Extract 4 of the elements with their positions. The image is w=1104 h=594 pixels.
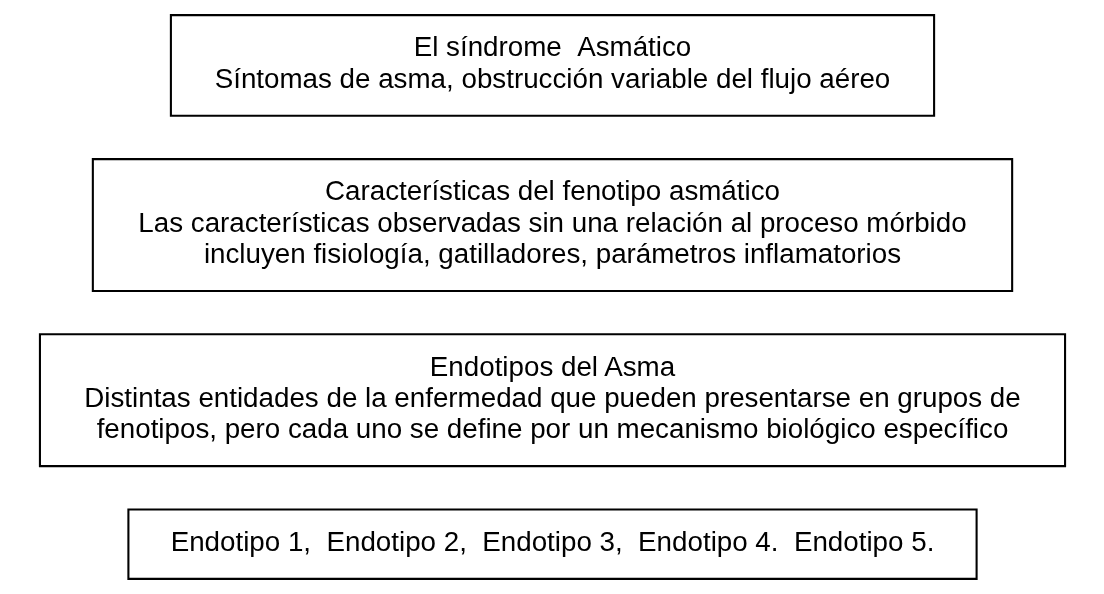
node-box: Endotipo 1, Endotipo 2, Endotipo 3, Endotipo 4. Endotipo 5. [126, 508, 978, 580]
node-box: Características del fenotipo asmático Las características observadas sin una relación al proceso mórbido incluyen fisiología, gatilladores, parámetros inflamatorios [91, 158, 1013, 292]
node-box: El síndrome Asmático Síntomas de asma, obstrucción variable del flujo aéreo [169, 14, 935, 117]
node-box: Endotipos del Asma Distintas entidades de la enfermedad que pueden presentarse en grupos de fenotipos, pero cada uno se define por un mecanismo biológico específico [38, 333, 1066, 468]
